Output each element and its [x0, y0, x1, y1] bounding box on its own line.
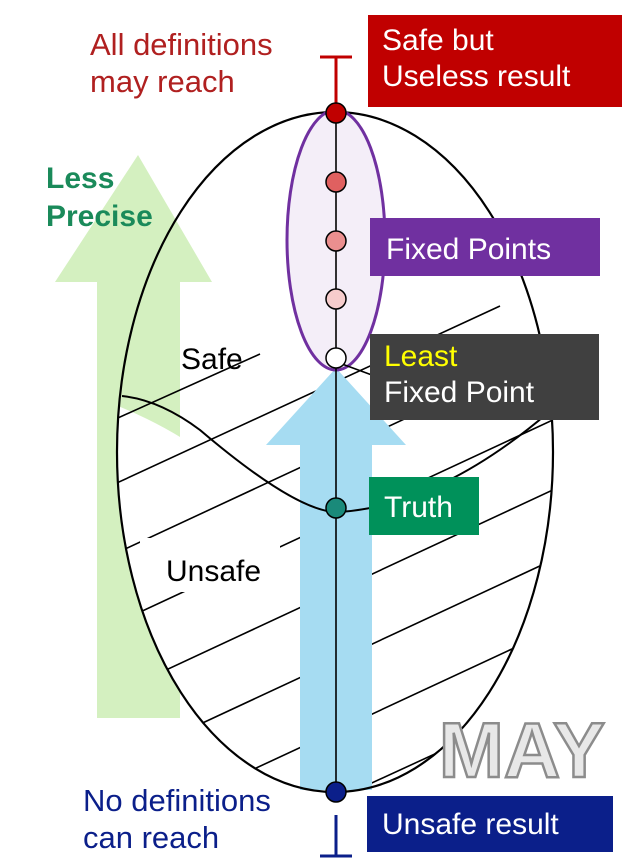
- truth-text: Truth: [384, 491, 453, 524]
- safe-label: Safe: [181, 343, 243, 376]
- bottom-label-line-1: No definitions: [83, 783, 271, 818]
- less-precise-line-2: Precise: [46, 199, 153, 233]
- safe-useless-line-2: Useless result: [382, 60, 571, 93]
- safe-unsafe-boundary: [121, 395, 550, 514]
- top-label-line-2: may reach: [90, 64, 235, 100]
- least-fixed-point-line-2: Fixed Point: [384, 376, 535, 409]
- fixed-point-2: [325, 230, 347, 252]
- fixed-points-text: Fixed Points: [386, 233, 552, 266]
- safe-useless-line-1: Safe but: [382, 24, 494, 57]
- bottom-label-line-2: can reach: [83, 820, 220, 856]
- least-fixed-point-box: Least Fixed Point: [370, 334, 599, 420]
- unsafe-result-text: Unsafe result: [382, 808, 559, 841]
- least-fixed-point: [325, 347, 347, 369]
- fixed-point-1: [325, 171, 347, 193]
- bottom-symbol: [320, 815, 352, 858]
- top-label-line-1: All definitions: [90, 27, 273, 62]
- top-point: [325, 102, 347, 124]
- fixed-points-box: Fixed Points: [370, 218, 600, 276]
- top-symbol: [320, 55, 352, 103]
- less-precise-line-1: Less: [46, 162, 115, 195]
- top-label: All definitions may reach: [90, 26, 273, 100]
- unsafe-result-box: Unsafe result: [367, 796, 613, 852]
- bottom-point: [325, 781, 347, 803]
- safe-useless-box: Safe but Useless result: [368, 15, 622, 107]
- truth-box: Truth: [369, 477, 479, 535]
- fixed-point-3: [325, 288, 347, 310]
- truth-point: [325, 497, 347, 519]
- less-precise-label: Less Precise: [46, 160, 153, 236]
- bottom-label: No definitions can reach: [83, 782, 271, 856]
- unsafe-label: Unsafe: [166, 555, 262, 588]
- least-fixed-point-line-1: Least: [384, 340, 458, 373]
- may-watermark: MAY: [439, 706, 605, 794]
